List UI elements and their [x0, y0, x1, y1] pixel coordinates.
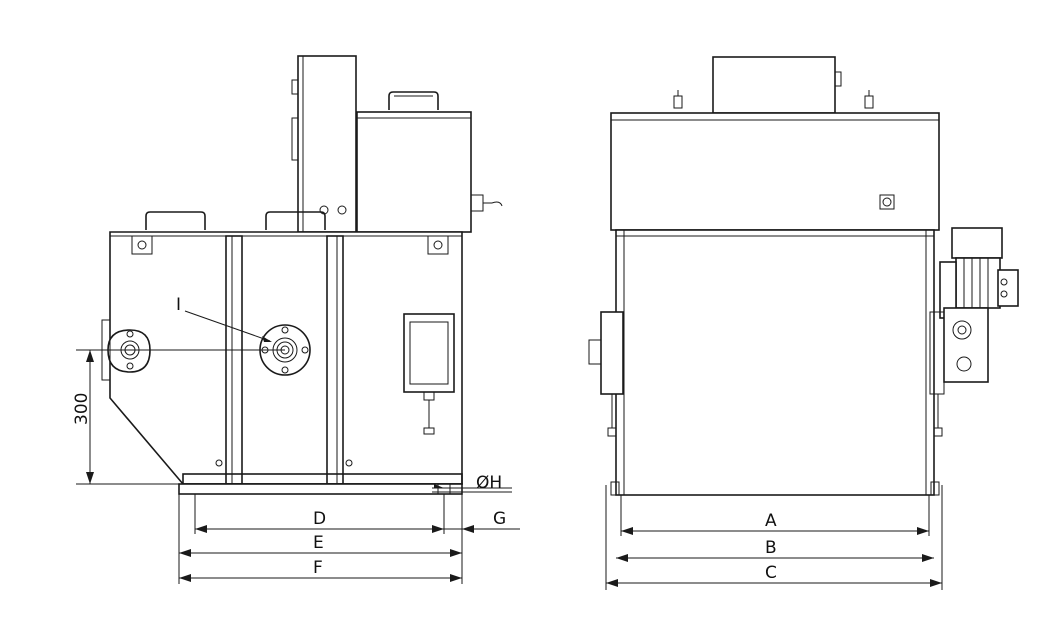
front-top-box	[712, 56, 842, 114]
front-upper-housing	[610, 112, 940, 231]
dim-f: F	[179, 558, 462, 582]
side-top-box	[356, 91, 503, 233]
front-side-box	[588, 311, 624, 437]
side-base-plate	[178, 483, 463, 495]
label-c: C	[765, 563, 777, 583]
label-300: 300	[72, 393, 92, 425]
label-f: F	[313, 558, 323, 578]
label-a: A	[765, 511, 777, 531]
dim-g: G	[444, 509, 520, 533]
dim-b: B	[616, 538, 934, 562]
front-foot-left	[610, 481, 620, 496]
side-handle-left	[145, 211, 206, 230]
front-foot-right	[930, 481, 940, 496]
side-junction-box	[403, 313, 455, 435]
label-g: G	[493, 509, 506, 529]
front-main-tank	[615, 229, 935, 496]
label-i: I	[176, 295, 181, 315]
dim-c: C	[606, 563, 942, 587]
label-h: ØH	[476, 473, 502, 493]
label-e: E	[313, 533, 324, 553]
front-motor	[929, 227, 1019, 437]
side-upper-box	[291, 55, 357, 233]
dim-e: E	[179, 533, 462, 557]
front-view: A B C	[588, 56, 1019, 590]
side-handle-middle	[265, 211, 326, 230]
dim-d: D	[195, 509, 444, 533]
dim-a: A	[621, 511, 929, 535]
label-d: D	[313, 509, 326, 529]
front-roof-bolts	[673, 90, 874, 109]
side-view: I 300 D E	[72, 55, 520, 584]
label-b: B	[765, 538, 777, 558]
dim-h: ØH	[432, 473, 512, 493]
dim-300: 300	[72, 350, 183, 485]
